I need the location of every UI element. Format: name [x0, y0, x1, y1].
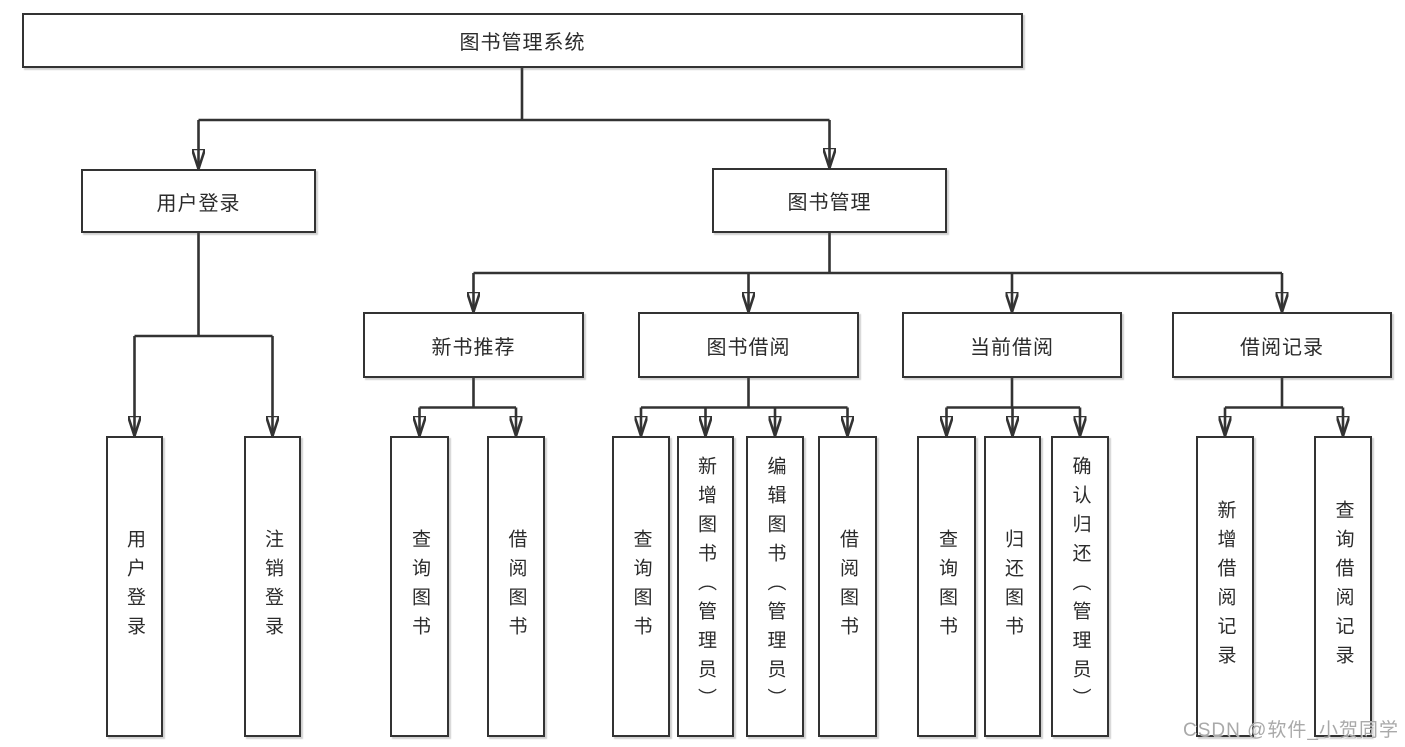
edge-new-book-recommend-to-children	[420, 378, 517, 436]
node-logout: 注销登录	[244, 436, 301, 737]
node-label: 当前借阅	[970, 336, 1054, 359]
node-return-book: 归还图书	[984, 436, 1041, 737]
node-library-management-system: 图书管理系统	[22, 13, 1023, 68]
node-label: 查询借阅记录	[1332, 499, 1354, 674]
edge-book-borrow-to-children	[641, 378, 848, 436]
node-current-borrow: 当前借阅	[902, 312, 1122, 378]
node-label: 归还图书	[1002, 528, 1023, 645]
node-label: 用户登录	[124, 528, 145, 645]
node-edit-book-admin: 编辑图书（管理员）	[746, 436, 804, 737]
edge-book-management-to-level3	[474, 233, 1283, 312]
node-label: 借阅记录	[1240, 336, 1324, 359]
node-borrow-record: 借阅记录	[1172, 312, 1392, 378]
node-book-borrow: 图书借阅	[638, 312, 859, 378]
node-borrow-book-1: 借阅图书	[487, 436, 545, 737]
edge-current-borrow-to-children	[947, 378, 1081, 436]
node-label: 查询图书	[630, 528, 652, 645]
node-label: 借阅图书	[837, 528, 858, 645]
edge-borrow-record-to-children	[1225, 378, 1343, 436]
node-label: 注销登录	[262, 528, 283, 645]
node-query-borrow-record: 查询借阅记录	[1314, 436, 1372, 737]
node-label: 新书推荐	[431, 336, 516, 359]
node-label: 图书借阅	[706, 336, 791, 359]
node-label: 图书管理系统	[459, 32, 586, 54]
node-label: 新增借阅记录	[1214, 499, 1236, 674]
node-book-management: 图书管理	[712, 168, 947, 233]
node-confirm-return-admin: 确认归还（管理员）	[1051, 436, 1109, 737]
node-label: 借阅图书	[505, 528, 527, 645]
edge-root-to-level2	[199, 68, 830, 169]
node-new-book-recommend: 新书推荐	[363, 312, 584, 378]
node-label: 用户登录	[156, 192, 241, 215]
node-add-book-admin: 新增图书（管理员）	[677, 436, 734, 737]
node-borrow-book-2: 借阅图书	[818, 436, 877, 737]
node-label: 编辑图书（管理员）	[764, 456, 786, 717]
node-query-book-1: 查询图书	[390, 436, 449, 737]
node-query-book-3: 查询图书	[917, 436, 976, 737]
node-user-login: 用户登录	[81, 169, 316, 233]
node-label: 查询图书	[936, 528, 957, 645]
edge-user-login-to-children	[135, 233, 273, 436]
node-label: 新增图书（管理员）	[695, 456, 716, 717]
csdn-watermark: CSDN @软件_小贺同学	[1183, 720, 1399, 741]
node-query-book-2: 查询图书	[612, 436, 670, 737]
node-label: 确认归还（管理员）	[1069, 456, 1091, 717]
node-label: 图书管理	[787, 192, 872, 214]
node-add-borrow-record: 新增借阅记录	[1196, 436, 1254, 737]
node-label: 查询图书	[409, 528, 430, 645]
node-user-login-leaf: 用户登录	[106, 436, 163, 737]
